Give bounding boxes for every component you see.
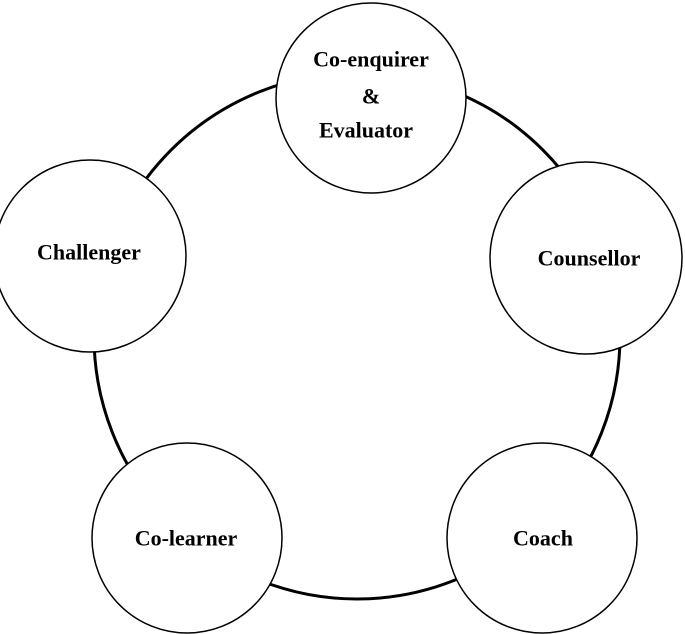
node-circle xyxy=(489,161,683,355)
node-co-enquirer-evaluator: Co-enquirer & Evaluator xyxy=(275,2,467,194)
node-label-line: Coach xyxy=(513,526,573,551)
node-circle xyxy=(0,159,187,353)
node-co-learner: Co-learner xyxy=(91,442,283,634)
node-counsellor: Counsellor xyxy=(489,161,683,355)
node-coach: Coach xyxy=(446,442,638,634)
node-label-line: Co-enquirer xyxy=(313,47,429,72)
node-circle xyxy=(275,2,467,194)
node-circle xyxy=(446,442,638,634)
node-circle xyxy=(91,442,283,634)
node-label-line: Counsellor xyxy=(538,246,641,271)
node-label-line: Co-learner xyxy=(135,526,238,551)
node-label-line: & xyxy=(362,84,380,109)
node-label-line: Evaluator xyxy=(319,118,413,143)
node-challenger: Challenger xyxy=(0,159,187,353)
node-label-line: Challenger xyxy=(37,240,141,265)
